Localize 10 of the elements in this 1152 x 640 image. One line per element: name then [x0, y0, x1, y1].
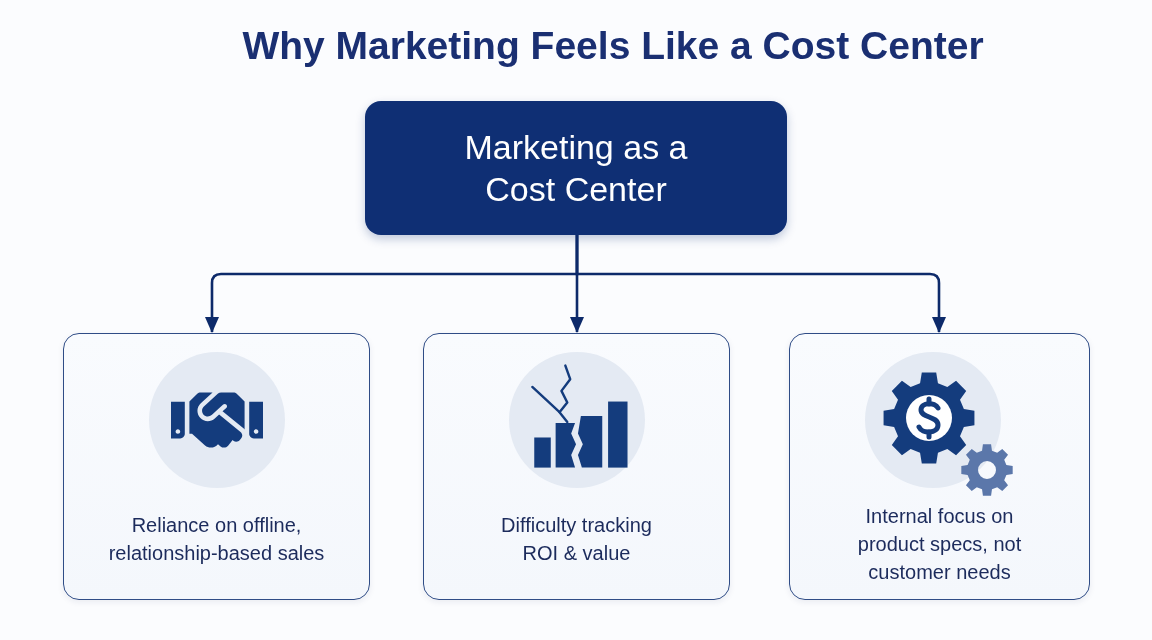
box-title: Marketing as a Cost Center: [463, 127, 689, 210]
card-text: Difficulty tracking ROI & value: [500, 512, 653, 566]
info-card: [63, 333, 370, 600]
diagram-title: Why Marketing Feels Like a Cost Center: [241, 23, 985, 69]
info-card: [789, 333, 1090, 600]
process-box: [365, 101, 787, 235]
card-text: Internal focus on product specs, not customer needs: [856, 503, 1023, 585]
arrow: [575, 235, 946, 333]
info-card: [423, 333, 730, 600]
card-text: Reliance on offline, relationship-based sales: [107, 512, 326, 566]
